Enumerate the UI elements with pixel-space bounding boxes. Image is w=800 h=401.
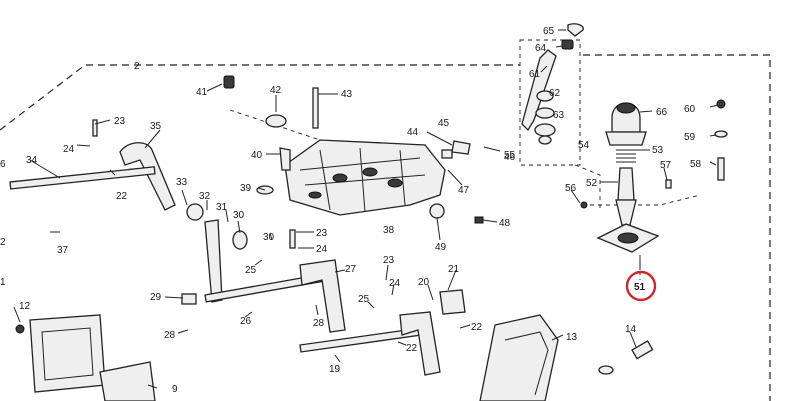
assembly-boundary xyxy=(0,39,771,401)
callout-22-mid: 22 xyxy=(406,343,418,354)
callout-41: 41 xyxy=(196,87,208,98)
callout-14: 14 xyxy=(625,324,637,335)
callout-31: 31 xyxy=(216,202,228,213)
callout-labels: 2 65 64 61 62 63 60 66 59 54 53 58 57 52… xyxy=(0,26,702,395)
callout-46: 46 xyxy=(504,152,516,163)
callout-26: 26 xyxy=(240,316,252,327)
shift-housing xyxy=(284,139,446,216)
callout-28-right: 28 xyxy=(313,318,325,329)
callout-1: 1 xyxy=(0,277,6,288)
callout-23-mid: 23 xyxy=(316,228,328,239)
callout-62: 62 xyxy=(549,88,561,99)
callout-23-top: 23 xyxy=(114,116,126,127)
callout-35: 35 xyxy=(150,121,162,132)
callout-39: 39 xyxy=(240,183,252,194)
callout-55: 55 xyxy=(504,150,516,161)
callout-27: 27 xyxy=(345,264,357,275)
callout-43: 43 xyxy=(341,89,353,100)
callout-25-upper: 25 xyxy=(245,265,257,276)
small-bolts-right xyxy=(580,99,728,209)
shift-rods-and-forks xyxy=(9,119,466,376)
callout-30-lower: 30 xyxy=(263,232,275,243)
callout-54: 54 xyxy=(578,140,590,151)
leader-lines xyxy=(13,29,719,389)
side-plate xyxy=(479,314,654,401)
callout-19: 19 xyxy=(329,364,341,375)
callout-21: 21 xyxy=(448,264,460,275)
callout-23-low: 23 xyxy=(383,255,395,266)
callout-22-right: 22 xyxy=(471,322,483,333)
callout-24-top: 24 xyxy=(63,144,75,155)
highlight-circle xyxy=(625,270,657,302)
callout-22-top: 22 xyxy=(116,191,128,202)
callout-57: 57 xyxy=(660,160,672,171)
callout-45: 45 xyxy=(438,118,450,129)
callout-2: 2 xyxy=(134,61,140,72)
callout-51: 51 xyxy=(634,282,646,293)
callout-34: 34 xyxy=(26,155,38,166)
cover-gasket xyxy=(15,314,156,401)
callout-65: 65 xyxy=(543,26,555,37)
callout-24-low: 24 xyxy=(389,278,401,289)
highlighted-callout-51: 51 xyxy=(625,270,657,302)
callout-61: 61 xyxy=(529,69,541,80)
callout-33: 33 xyxy=(176,177,188,188)
callout-12: 12 xyxy=(19,301,31,312)
shift-knob-housing xyxy=(596,102,660,253)
callout-52: 52 xyxy=(586,178,598,189)
callout-13: 13 xyxy=(566,332,578,343)
callout-20: 20 xyxy=(418,277,430,288)
callout-38: 38 xyxy=(383,225,395,236)
callout-28-left: 28 xyxy=(164,330,176,341)
shift-lever-assembly xyxy=(521,23,584,145)
callout-32: 32 xyxy=(199,191,211,202)
callout-6: 6 xyxy=(0,159,6,170)
callout-56: 56 xyxy=(565,183,577,194)
callout-59: 59 xyxy=(684,132,696,143)
callout-30-upper: 30 xyxy=(233,210,245,221)
callout-37: 37 xyxy=(57,245,69,256)
callout-42: 42 xyxy=(270,85,282,96)
callout-47: 47 xyxy=(458,185,470,196)
callout-25-lower: 25 xyxy=(358,294,370,305)
callout-53: 53 xyxy=(652,145,664,156)
callout-40: 40 xyxy=(251,150,263,161)
callout-9: 9 xyxy=(172,384,178,395)
callout-49: 49 xyxy=(435,242,447,253)
callout-60: 60 xyxy=(684,104,696,115)
callout-2-left: 2 xyxy=(0,237,6,248)
callout-44: 44 xyxy=(407,127,419,138)
callout-66: 66 xyxy=(656,107,668,118)
callout-63: 63 xyxy=(553,110,565,121)
callout-24-mid: 24 xyxy=(316,244,328,255)
callout-64: 64 xyxy=(535,43,547,54)
callout-58: 58 xyxy=(690,159,702,170)
callout-29: 29 xyxy=(150,292,162,303)
housing-parts xyxy=(223,75,484,224)
callout-48: 48 xyxy=(499,218,511,229)
